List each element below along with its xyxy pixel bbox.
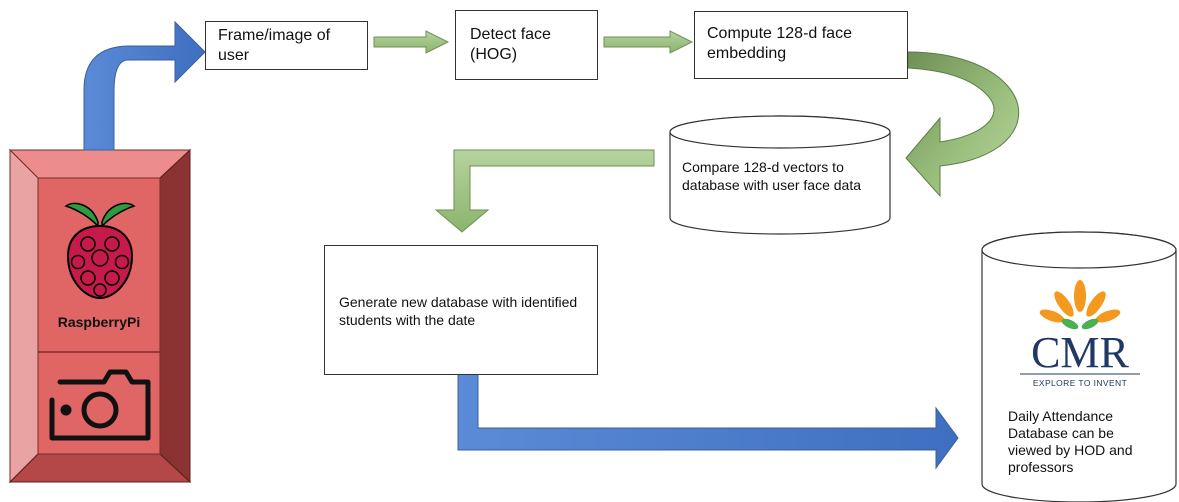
detect-face-label: Detect face (HOG) — [470, 26, 551, 63]
cmr-logo-text: CMR — [1031, 328, 1129, 377]
compute-embedding-label: Compute 128-d face embedding — [707, 25, 852, 62]
compare-database-cylinder — [669, 115, 891, 235]
camera-icon — [49, 369, 151, 441]
cmr-flower-icon — [1039, 280, 1121, 330]
generate-database-node: Generate new database with identified st… — [324, 245, 598, 375]
detect-face-node: Detect face (HOG) — [455, 10, 598, 80]
arrow-pi-to-frame — [83, 20, 206, 151]
compare-vectors-label: Compare 128-d vectors to database with u… — [682, 159, 862, 193]
raspberry-pi-label: RaspberryPi — [57, 314, 141, 330]
arrow-detect-to-compute — [603, 30, 694, 54]
arrow-compute-to-compare — [905, 51, 1020, 198]
daily-attendance-label: Daily Attendance Database can be viewed … — [1008, 408, 1133, 475]
frame-image-node: Frame/image of user — [205, 21, 368, 70]
arrow-compare-to-generate — [434, 149, 655, 233]
arrow-frame-to-detect — [373, 30, 450, 54]
generate-database-label: Generate new database with identified st… — [339, 294, 578, 328]
arrow-generate-to-attendance-db — [457, 373, 959, 470]
compute-embedding-node: Compute 128-d face embedding — [694, 11, 908, 79]
frame-image-label: Frame/image of user — [218, 27, 331, 64]
raspberry-pi-device — [8, 148, 192, 484]
raspberry-pi-logo-icon — [64, 202, 136, 300]
cmr-tagline: EXPLORE TO INVENT — [1032, 378, 1128, 388]
attendance-database-cylinder — [981, 231, 1177, 502]
